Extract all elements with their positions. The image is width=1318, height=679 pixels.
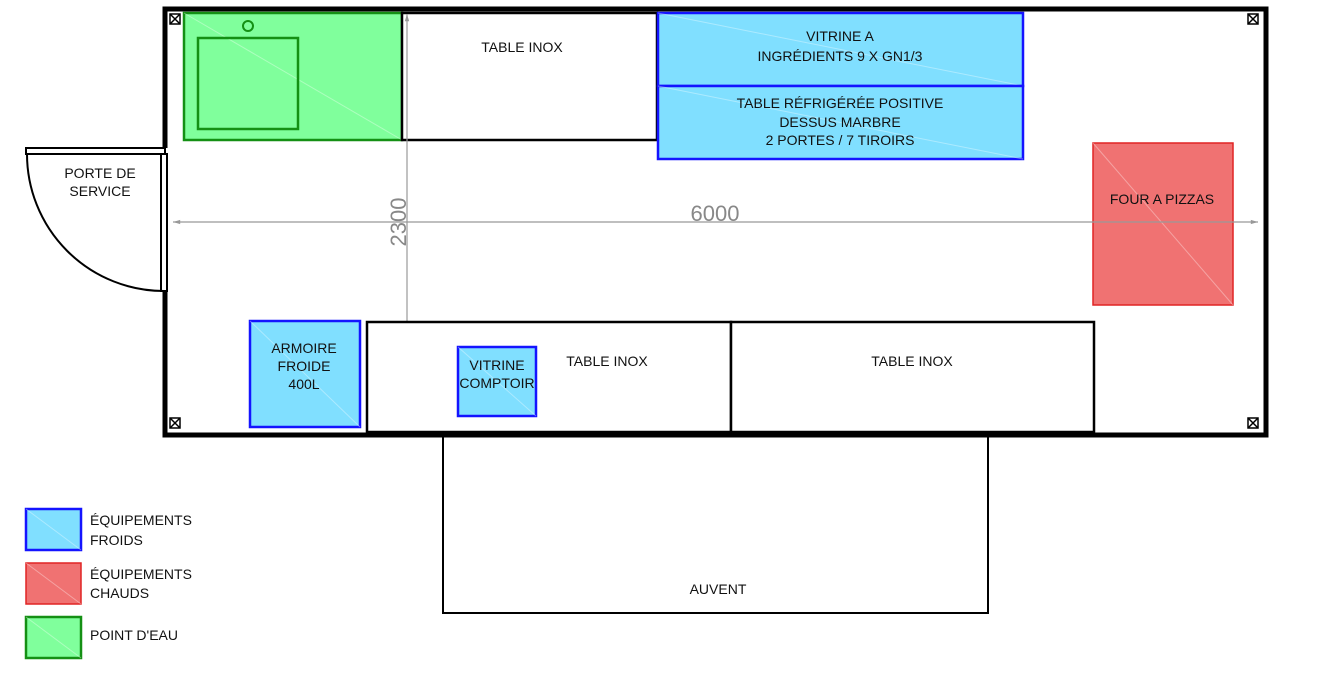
door-label: PORTE DE xyxy=(64,165,135,181)
corner-marker-icon xyxy=(169,13,181,25)
vitrine-a: VITRINE A INGRÉDIENTS 9 X GN1/3 xyxy=(656,11,1025,88)
table-inox-bottom-1-label: TABLE INOX xyxy=(566,353,648,369)
auvent-label: AUVENT xyxy=(690,581,747,597)
corner-marker-icon xyxy=(1247,417,1259,429)
corner-marker-icon xyxy=(1247,13,1259,25)
truck-walls xyxy=(162,6,1269,438)
corner-marker-icon xyxy=(169,417,181,429)
legend-label: FROIDS xyxy=(90,532,143,548)
door-label: SERVICE xyxy=(69,183,130,199)
armoire-froide: ARMOIRE FROIDE 400L xyxy=(248,319,362,429)
four-a-pizzas: FOUR A PIZZAS xyxy=(1092,142,1234,306)
legend-item-hot: ÉQUIPEMENTS CHAUDS xyxy=(25,562,192,605)
service-door[interactable]: PORTE DE SERVICE xyxy=(25,147,168,292)
armoire-label: 400L xyxy=(288,376,319,392)
legend: ÉQUIPEMENTS FROIDS ÉQUIPEMENTS CHAUDS PO… xyxy=(24,507,192,660)
table-refrigeree-label: TABLE RÉFRIGÉRÉE POSITIVE xyxy=(737,95,944,111)
table-inox-bottom-2: TABLE INOX xyxy=(729,320,1096,434)
armoire-label: ARMOIRE xyxy=(271,340,336,356)
table-inox-top: TABLE INOX xyxy=(400,11,659,142)
table-inox-top-label: TABLE INOX xyxy=(481,39,563,55)
auvent: AUVENT xyxy=(442,433,989,614)
table-refrigeree: TABLE RÉFRIGÉRÉE POSITIVE DESSUS MARBRE … xyxy=(656,84,1025,161)
four-label: FOUR A PIZZAS xyxy=(1110,191,1214,207)
legend-label: ÉQUIPEMENTS xyxy=(90,512,192,528)
vitrine-a-label: INGRÉDIENTS 9 X GN1/3 xyxy=(758,48,923,64)
table-inox-bottom-2-label: TABLE INOX xyxy=(871,353,953,369)
table-refrigeree-label: DESSUS MARBRE xyxy=(779,114,900,130)
width-dimension-label: 2300 xyxy=(386,198,411,247)
vitrine-comptoir-label: VITRINE xyxy=(469,357,524,373)
vitrine-comptoir-label: COMPTOIR xyxy=(459,375,534,391)
vitrine-a-label: VITRINE A xyxy=(806,28,874,44)
legend-label: CHAUDS xyxy=(90,585,149,601)
legend-label: ÉQUIPEMENTS xyxy=(90,566,192,582)
corner-markers xyxy=(169,13,1259,429)
table-refrigeree-label: 2 PORTES / 7 TIROIRS xyxy=(766,132,915,148)
dimension-width: 2300 xyxy=(386,14,411,432)
legend-item-cold: ÉQUIPEMENTS FROIDS xyxy=(24,507,192,552)
sink-water-point xyxy=(182,11,404,142)
armoire-label: FROIDE xyxy=(278,358,331,374)
length-dimension-label: 6000 xyxy=(691,201,740,226)
legend-item-water: POINT D'EAU xyxy=(24,615,178,660)
dimension-length: 6000 xyxy=(173,201,1259,226)
vitrine-comptoir: VITRINE COMPTOIR xyxy=(456,345,538,418)
faucet-icon xyxy=(242,20,254,32)
legend-label: POINT D'EAU xyxy=(90,627,178,643)
table-inox-bottom-1: TABLE INOX xyxy=(365,320,733,434)
